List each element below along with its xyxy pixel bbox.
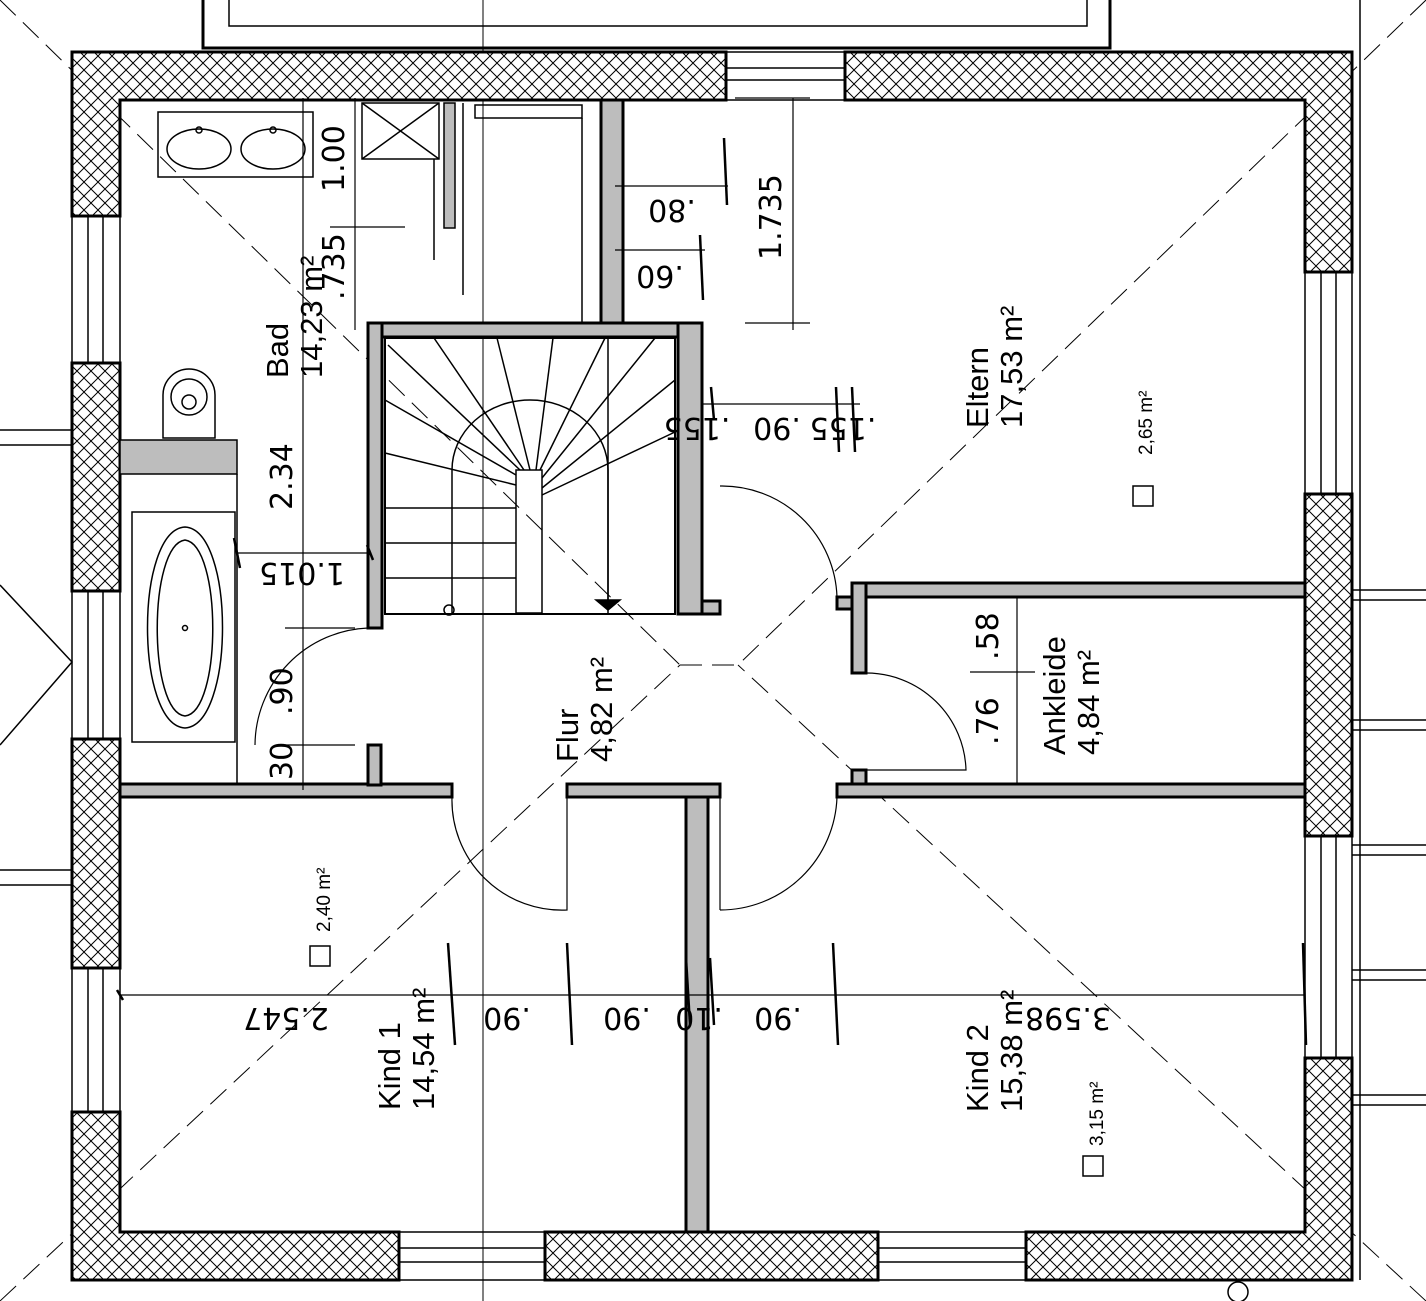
shower (361, 102, 440, 160)
room-name-flur: Flur (550, 709, 585, 762)
dim-eltern-e: .155 (810, 410, 877, 445)
room-area-eltern: 17,53 m² (994, 306, 1029, 428)
small-area-kind1: 2,40 m² (314, 868, 335, 932)
doors (254, 485, 967, 911)
room-name-ankleide: Ankleide (1037, 636, 1072, 755)
dim-bad-tub: 1.015 (259, 555, 345, 590)
room-area-ankleide: 4,84 m² (1071, 650, 1106, 755)
small-area-eltern: 2,65 m² (1136, 391, 1157, 455)
area-marker-icon (309, 945, 331, 967)
dim-eltern-vertical: 1.735 (754, 174, 789, 260)
area-marker-icon (1132, 485, 1154, 507)
dim-row-door1: .90 (483, 1000, 531, 1035)
room-name-kind2: Kind 2 (960, 1024, 995, 1112)
double-sink (157, 111, 314, 178)
dim-ankleide-a: .58 (971, 612, 1006, 660)
outer-walls (70, 50, 1354, 1282)
dim-row-door2: .90 (603, 1000, 651, 1035)
dim-row-wall: .10 (675, 1000, 723, 1035)
bathroom-fixtures (119, 102, 583, 784)
balcony (201, 0, 1112, 50)
room-area-bad: 14,23 m² (294, 256, 329, 378)
windows (71, 51, 1353, 1281)
dim-ankleide-b: .76 (971, 697, 1006, 745)
dim-row-kind2: 3.598 (1025, 1000, 1111, 1035)
dimension-ticks (115, 137, 1308, 1046)
dim-bad-main: 2.34 (265, 443, 300, 510)
small-area-kind2: 3,15 m² (1087, 1082, 1108, 1146)
dim-bad-door: .90 (265, 667, 300, 715)
dim-eltern-b: .60 (636, 258, 684, 293)
room-area-kind1: 14,54 m² (406, 988, 441, 1110)
dim-eltern-a: .80 (648, 192, 696, 227)
staircase (384, 337, 676, 616)
dim-row-kind1: 2.547 (243, 1000, 329, 1035)
room-name-kind1: Kind 1 (372, 1022, 407, 1110)
dim-bad-top: 1.00 (317, 125, 352, 192)
dim-bad-mid: .735 (317, 233, 352, 300)
dimension-lines (120, 97, 1305, 996)
toilet (162, 368, 216, 439)
dim-bad-bottom: 30 (265, 742, 300, 780)
room-name-bad: Bad (260, 323, 295, 378)
interior-walls (118, 98, 1307, 1234)
room-area-kind2: 15,38 m² (994, 990, 1029, 1112)
area-marker-icon (1082, 1155, 1104, 1177)
dim-eltern-d: .90 (753, 410, 801, 445)
dim-eltern-c: .155 (664, 410, 731, 445)
room-area-flur: 4,82 m² (584, 657, 619, 762)
room-name-eltern: Eltern (960, 347, 995, 428)
bathtub (131, 511, 236, 743)
dim-row-door3: .90 (754, 1000, 802, 1035)
